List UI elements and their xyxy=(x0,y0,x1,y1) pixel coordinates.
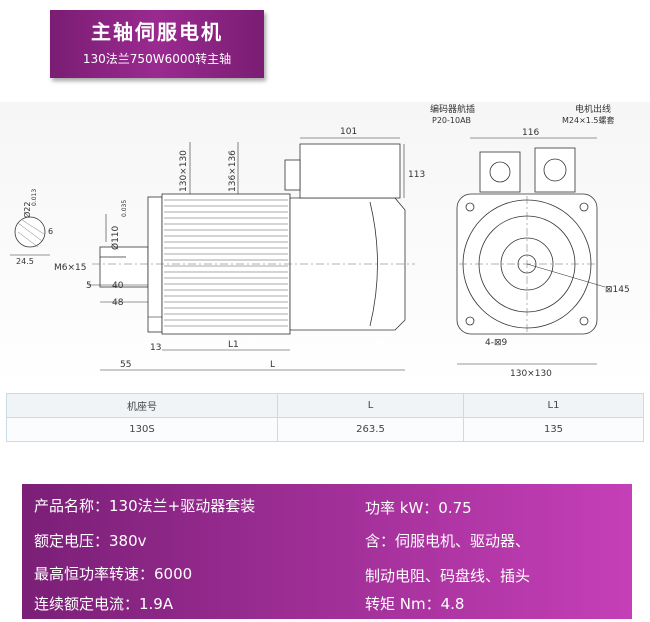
dim-24-5: 24.5 xyxy=(16,257,34,266)
holes-label: 4-⊠9 xyxy=(485,338,508,348)
dim-5: 5 xyxy=(86,281,92,291)
dim-l: L xyxy=(270,360,275,370)
spec-table: 机座号 L L1 130S 263.5 135 xyxy=(6,393,644,442)
spec-power: 功率 kW：0.75 xyxy=(365,499,472,517)
motor-flange xyxy=(147,196,163,333)
header-l1: L1 xyxy=(463,393,644,418)
dim-22: Ø22 xyxy=(22,202,32,218)
technical-drawing: 101 113 130×130 136×136 Ø110 0.035 Ø22 0… xyxy=(10,103,630,379)
cooling-fins xyxy=(164,199,288,327)
spec-panel: 产品名称：130法兰+驱动器套装 额定电压：380v 最高恒功率转速：6000 … xyxy=(22,484,632,619)
cell-l1: 135 xyxy=(463,417,644,442)
front-view xyxy=(456,137,606,365)
shaft-section xyxy=(10,216,50,256)
dim-l1: L1 xyxy=(228,340,239,350)
dim-145: ⊠145 xyxy=(605,285,630,295)
encoder-label: 编码器航插 xyxy=(430,103,475,115)
dim-48: 48 xyxy=(112,298,124,308)
thread-m6: M6×15 xyxy=(54,263,86,273)
rear-cover-curve xyxy=(369,201,378,327)
encoder-connector xyxy=(284,159,301,191)
title-banner: 主轴伺服电机 130法兰750W6000转主轴 xyxy=(50,10,264,78)
table-row: 130S 263.5 135 xyxy=(6,417,644,442)
dim-55: 55 xyxy=(120,360,131,370)
header-frame: 机座号 xyxy=(6,393,278,418)
spec-product: 产品名称：130法兰+驱动器套装 xyxy=(34,497,256,515)
spec-speed: 最高恒功率转速：6000 xyxy=(34,565,193,583)
cell-l: 263.5 xyxy=(277,417,464,442)
motor-out-label: 电机出线 xyxy=(575,103,611,115)
spec-contains: 含：伺服电机、驱动器、 xyxy=(365,532,531,550)
dim-40: 40 xyxy=(112,281,124,291)
header-l: L xyxy=(277,393,464,418)
dim-110: Ø110 xyxy=(110,225,121,250)
dimension-lines xyxy=(88,137,405,371)
motor-thread: M24×1.5螺套 xyxy=(562,115,615,125)
dim-101: 101 xyxy=(340,127,357,137)
spec-torque: 转矩 Nm：4.8 xyxy=(365,595,465,613)
dim-13: 13 xyxy=(150,343,161,353)
dim-116: 116 xyxy=(522,128,539,138)
cell-frame: 130S xyxy=(6,417,278,442)
dim-6: 6 xyxy=(48,227,53,236)
tol-22: 0.013 xyxy=(31,189,38,206)
tol-110: 0.035 xyxy=(121,200,128,217)
motor-shaft xyxy=(99,246,149,288)
dim-136x136: 136×136 xyxy=(228,150,238,192)
encoder-model: P20-10AB xyxy=(432,116,471,125)
table-header-row: 机座号 L L1 xyxy=(6,393,644,418)
dim-113: 113 xyxy=(408,170,425,180)
spec-current: 连续额定电流：1.9A xyxy=(34,595,174,613)
page-title: 主轴伺服电机 xyxy=(91,20,223,44)
connector-housing xyxy=(299,143,401,199)
spec-contains-2: 制动电阻、码盘线、插头 xyxy=(365,567,531,585)
page-subtitle: 130法兰750W6000转主轴 xyxy=(82,52,232,66)
front-130x130: 130×130 xyxy=(510,369,552,379)
spec-voltage: 额定电压：380v xyxy=(34,532,147,550)
dim-130x130: 130×130 xyxy=(179,150,189,192)
